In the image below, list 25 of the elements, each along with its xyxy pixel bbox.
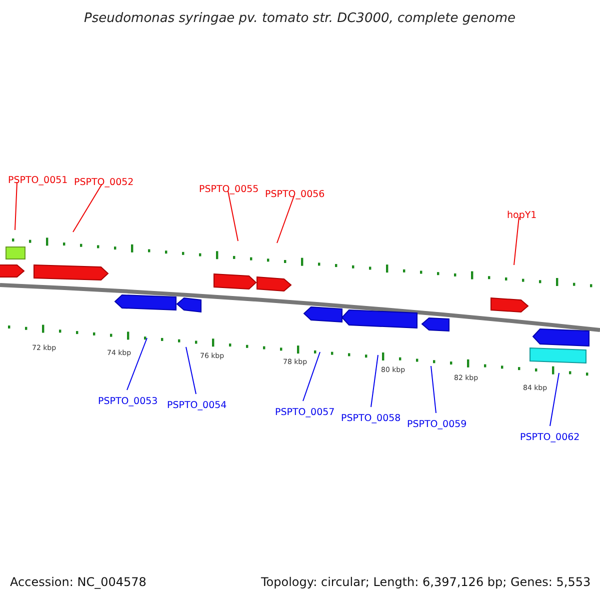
footer-text: Topology: circular; Length: 6,397,126 bp; Genes: 5,553 [261, 576, 591, 588]
gene-label: hopY1 [507, 210, 537, 221]
gene-label: PSPTO_0052 [74, 177, 134, 188]
gene-label: PSPTO_0058 [341, 413, 401, 424]
gene-label: PSPTO_0054 [167, 400, 227, 411]
gene-label: PSPTO_0056 [265, 189, 325, 200]
leader-line [126, 338, 148, 390]
leader-line [430, 366, 436, 414]
gene-label: PSPTO_0057 [275, 407, 335, 418]
leader-line [514, 216, 520, 266]
gene-label: PSPTO_0062 [520, 432, 580, 443]
leader-line [186, 346, 196, 394]
leader-line [302, 352, 320, 402]
leader-line [370, 354, 378, 408]
footer-text: Accession: NC_004578 [10, 576, 146, 588]
leader-line [276, 196, 294, 244]
leader-line [228, 190, 238, 242]
leader-line [550, 372, 560, 426]
leader-line [72, 184, 102, 232]
gene-label: PSPTO_0055 [199, 184, 259, 195]
gene-label: PSPTO_0059 [407, 419, 467, 430]
diagram-title: Pseudomonas syringae pv. tomato str. DC3000, complete genome [84, 12, 516, 25]
gene-label: PSPTO_0051 [8, 175, 68, 186]
leader-line [14, 182, 18, 230]
gene-label: PSPTO_0053 [98, 396, 158, 407]
